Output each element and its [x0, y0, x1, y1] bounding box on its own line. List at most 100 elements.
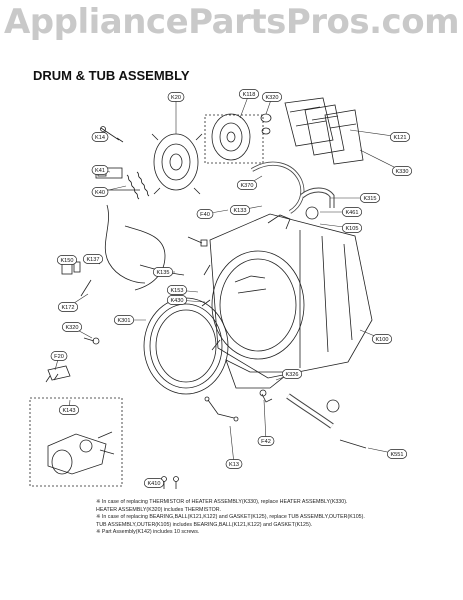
callout-label: K20	[171, 95, 181, 101]
callout-label: K330	[395, 169, 408, 175]
callout-bubble	[257, 436, 275, 446]
tub-outer-part	[201, 213, 373, 379]
callout-label: K430	[170, 298, 183, 304]
heater-part	[45, 365, 71, 383]
callout-k430: K430	[166, 295, 188, 305]
note-line: HEATER ASSEMBLY(K320) includes THERMISTO…	[96, 506, 222, 513]
callout-label: K14	[95, 135, 105, 141]
drum-spider-part	[151, 133, 203, 195]
callout-k461: K461	[341, 207, 363, 217]
callout-label: K370	[240, 183, 253, 189]
callout-label: K133	[233, 208, 246, 214]
note-line: ※ In case of replacing BEARING,BALL(K121…	[96, 514, 365, 521]
callout-k40: K40	[91, 187, 109, 197]
note-line: ※ In case of replacing THERMISTOR of HEA…	[96, 499, 348, 505]
hose-part	[250, 161, 305, 214]
callout-bubble	[57, 302, 79, 312]
callout-k135: K135	[152, 267, 174, 277]
callout-label: K100	[375, 337, 388, 343]
callout-bubble	[238, 89, 260, 99]
callout-label: K315	[363, 196, 376, 202]
callout-bubble	[196, 209, 214, 219]
callout-bubble	[91, 187, 109, 197]
callout-bubble	[167, 92, 185, 102]
callout-label: K320	[65, 325, 78, 331]
drain-hose-part	[286, 393, 367, 449]
callout-f40: F40	[196, 209, 214, 219]
callout-k320a: K320	[261, 92, 283, 102]
callout-label: K143	[62, 408, 75, 414]
callout-bubble	[152, 267, 174, 277]
callout-f42: F42	[257, 436, 275, 446]
callout-bubble	[113, 315, 135, 325]
callout-bubble	[261, 92, 283, 102]
callout-k20: K20	[167, 92, 185, 102]
callout-k14: K14	[91, 132, 109, 142]
callout-bubble	[371, 334, 393, 344]
callout-label: K320	[265, 95, 278, 101]
callout-k41: K41	[91, 165, 109, 175]
callout-f20: F20	[50, 351, 68, 361]
callout-bubble	[143, 478, 165, 488]
callout-bubble	[50, 351, 68, 361]
callout-bubble	[56, 255, 78, 265]
callout-k100: K100	[371, 334, 393, 344]
callout-label: K326	[285, 372, 298, 378]
callout-label: K153	[170, 288, 183, 294]
callout-label: K461	[345, 210, 358, 216]
callout-bubble	[166, 285, 188, 295]
callout-k137: K137	[82, 254, 104, 264]
pump-assembly-part	[29, 397, 123, 487]
callout-k153: K153	[166, 285, 188, 295]
callout-bubble	[166, 295, 188, 305]
callout-label: K150	[60, 258, 73, 264]
callout-k315: K315	[359, 193, 381, 203]
tub-front-part	[225, 359, 292, 389]
vent-hose-part	[300, 187, 335, 220]
callout-bubble	[236, 180, 258, 190]
callout-label: K118	[243, 92, 256, 98]
clip-part	[259, 389, 273, 403]
callout-bubble	[386, 449, 408, 459]
callout-k172: K172	[57, 302, 79, 312]
callout-k150: K150	[56, 255, 78, 265]
callout-bubble	[229, 205, 251, 215]
callout-k121: K121	[389, 132, 411, 142]
callout-label: K410	[147, 481, 160, 487]
callout-bubble	[61, 322, 83, 332]
callout-k13: K13	[225, 459, 243, 469]
callout-label: K301	[117, 318, 130, 324]
callout-k370: K370	[236, 180, 258, 190]
bearing-housing-part	[204, 113, 272, 164]
callout-label: K135	[156, 270, 169, 276]
callout-bubble	[91, 165, 109, 175]
leader-lines	[54, 93, 403, 484]
callout-bubble	[341, 223, 363, 233]
callout-k143: K143	[58, 405, 80, 415]
callout-label: K121	[393, 135, 406, 141]
callout-label: K13	[229, 462, 239, 468]
note-line: ※ Part Assembly(K142) includes 10 screws…	[96, 529, 200, 536]
bolt-part	[187, 236, 208, 247]
screws-part	[161, 476, 179, 489]
note-line: TUB ASSEMBLY,OUTER(K105) includes BEARIN…	[96, 521, 313, 528]
callout-bubble	[391, 166, 413, 176]
callout-bubble	[389, 132, 411, 142]
callout-label: K41	[95, 168, 105, 174]
callout-label: K551	[390, 452, 403, 458]
sensor-wire-part	[204, 396, 239, 422]
callout-bubble	[91, 132, 109, 142]
leader-line-k13	[229, 425, 235, 465]
callout-k551: K551	[386, 449, 408, 459]
callout-k320b: K320	[61, 322, 83, 332]
callout-bubble	[225, 459, 243, 469]
callout-k330: K330	[391, 166, 413, 176]
drum-lifters-part	[284, 97, 364, 165]
callout-bubble	[58, 405, 80, 415]
diagram-title: DRUM & TUB ASSEMBLY	[33, 68, 190, 83]
callout-k105: K105	[341, 223, 363, 233]
wire-harness-part	[104, 204, 185, 291]
callout-k301: K301	[113, 315, 135, 325]
callout-bubble	[281, 369, 303, 379]
